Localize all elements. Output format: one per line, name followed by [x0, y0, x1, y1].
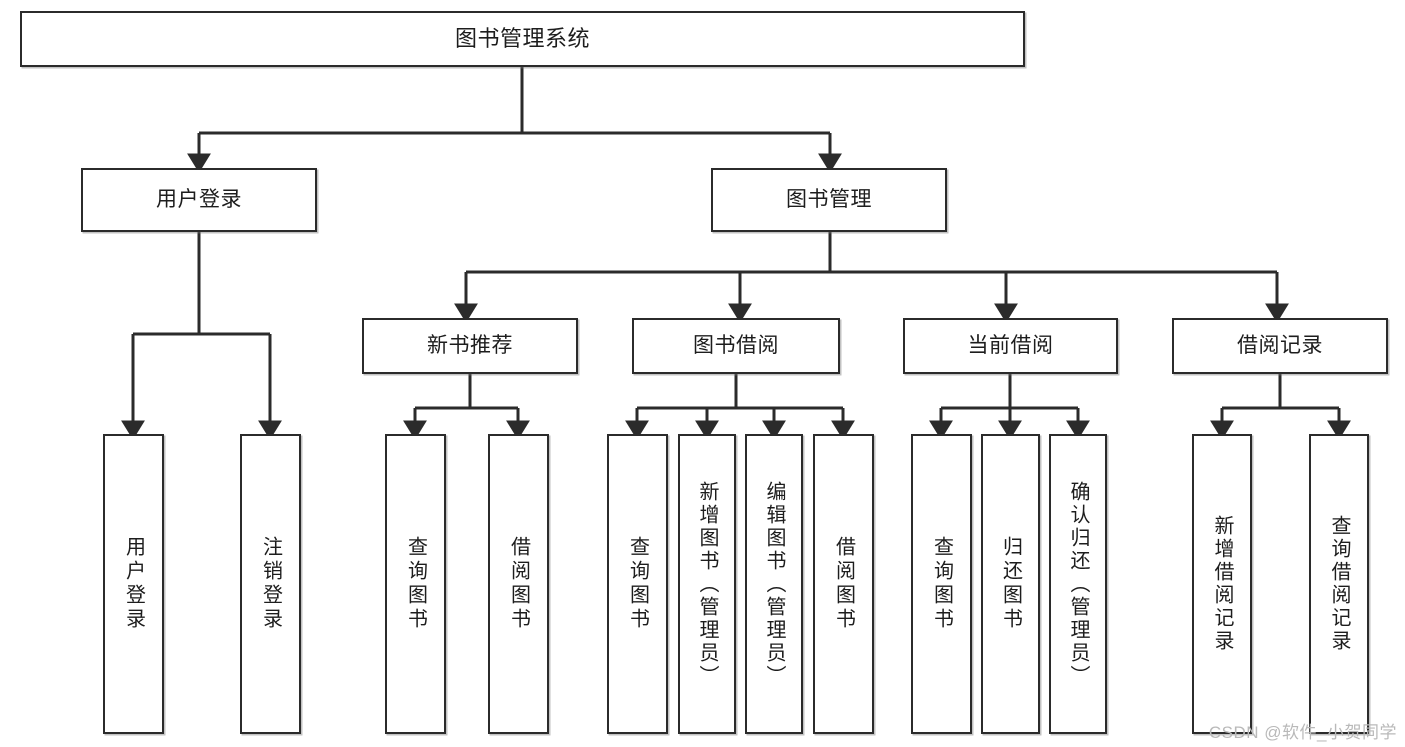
node-book-manage-label: 图书管理: [786, 188, 872, 212]
leaf-user-login-label: 用户登录: [122, 536, 145, 632]
leaf-user-logout[interactable]: 注销登录: [240, 434, 301, 734]
node-user-login[interactable]: 用户登录: [81, 168, 317, 232]
leaf-edit-book-label: 编辑图书（管理员）: [763, 480, 785, 688]
node-user-login-label: 用户登录: [156, 188, 242, 212]
node-root-label: 图书管理系统: [454, 25, 590, 51]
leaf-query-record-label: 查询借阅记录: [1328, 515, 1350, 653]
node-root[interactable]: 图书管理系统: [20, 11, 1025, 67]
leaf-confirm-return[interactable]: 确认归还（管理员）: [1049, 434, 1107, 734]
leaf-add-record-label: 新增借阅记录: [1211, 515, 1233, 653]
leaf-query-book-3-label: 查询图书: [930, 536, 953, 632]
leaf-borrow-book-2[interactable]: 借阅图书: [813, 434, 874, 734]
leaf-query-book-3[interactable]: 查询图书: [911, 434, 972, 734]
node-book-borrow-label: 图书借阅: [693, 334, 779, 358]
leaf-confirm-return-label: 确认归还（管理员）: [1067, 480, 1089, 688]
leaf-borrow-book-1-label: 借阅图书: [507, 536, 530, 632]
node-book-borrow[interactable]: 图书借阅: [632, 318, 840, 374]
leaf-query-book-2[interactable]: 查询图书: [607, 434, 668, 734]
node-new-book-rec-label: 新书推荐: [427, 334, 513, 358]
leaf-query-book-2-label: 查询图书: [626, 536, 649, 632]
leaf-query-record[interactable]: 查询借阅记录: [1309, 434, 1369, 734]
leaf-add-book-label: 新增图书（管理员）: [696, 480, 718, 688]
leaf-query-book-1-label: 查询图书: [404, 536, 427, 632]
leaf-user-login[interactable]: 用户登录: [103, 434, 164, 734]
leaf-add-book[interactable]: 新增图书（管理员）: [678, 434, 736, 734]
node-borrow-record[interactable]: 借阅记录: [1172, 318, 1388, 374]
leaf-user-logout-label: 注销登录: [259, 536, 282, 632]
node-borrow-record-label: 借阅记录: [1237, 334, 1323, 358]
node-current-borrow-label: 当前借阅: [967, 334, 1054, 358]
leaf-add-record[interactable]: 新增借阅记录: [1192, 434, 1252, 734]
node-current-borrow[interactable]: 当前借阅: [903, 318, 1118, 374]
node-book-manage[interactable]: 图书管理: [711, 168, 947, 232]
leaf-query-book-1[interactable]: 查询图书: [385, 434, 446, 734]
leaf-return-book[interactable]: 归还图书: [981, 434, 1040, 734]
leaf-borrow-book-1[interactable]: 借阅图书: [488, 434, 549, 734]
leaf-return-book-label: 归还图书: [999, 536, 1022, 632]
leaf-edit-book[interactable]: 编辑图书（管理员）: [745, 434, 803, 734]
leaf-borrow-book-2-label: 借阅图书: [832, 536, 855, 632]
node-new-book-rec[interactable]: 新书推荐: [362, 318, 578, 374]
watermark: CSDN @软件_小贺同学: [1208, 723, 1397, 742]
